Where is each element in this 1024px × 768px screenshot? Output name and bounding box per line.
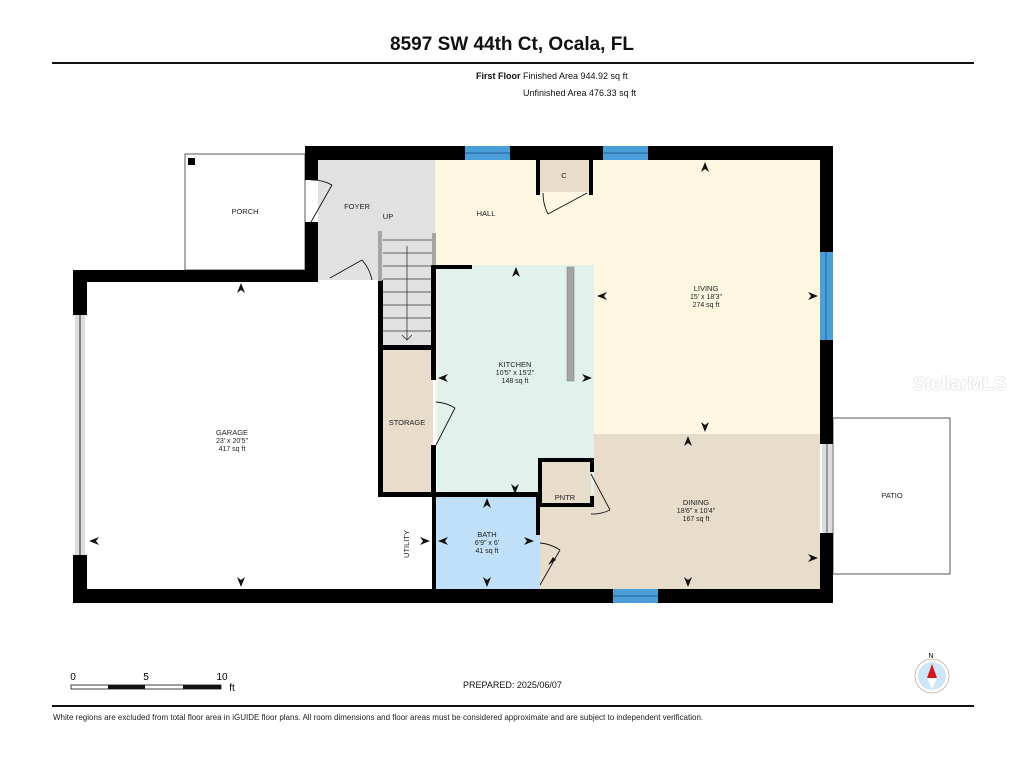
scale-unit: ft — [229, 683, 235, 694]
utility-label: UTILITY — [402, 530, 411, 558]
room-storage — [383, 350, 433, 494]
unfinished-area: Unfinished Area 476.33 sq ft — [523, 88, 637, 98]
room-stairs — [382, 235, 433, 347]
scale-bar: 0 5 10 ft — [70, 672, 235, 694]
patio — [832, 417, 951, 575]
pantry-label: PNTR — [555, 493, 576, 502]
bath-label: BATH — [477, 530, 496, 539]
hall-label: HALL — [477, 209, 496, 218]
dining-label: DINING — [683, 498, 709, 507]
compass-icon: N — [914, 653, 950, 694]
room-dining — [594, 434, 820, 589]
kitchen-dims: 10'5" x 15'2" — [496, 370, 535, 377]
garage-dims: 23' x 20'5" — [216, 438, 249, 445]
scale-tick-10: 10 — [216, 672, 228, 683]
scale-tick-5: 5 — [143, 672, 149, 683]
header-divider — [52, 62, 974, 64]
finished-area: Finished Area 944.92 sq ft — [523, 71, 628, 81]
porch-post-icon — [188, 158, 195, 165]
stairs-up-label: UP — [383, 212, 393, 221]
closet-label: C — [561, 171, 567, 180]
room-porch — [184, 153, 306, 271]
kitchen-label: KITCHEN — [499, 360, 532, 369]
page-title: 8597 SW 44th Ct, Ocala, FL — [390, 34, 634, 55]
prepared-date: PREPARED: 2025/06/07 — [463, 680, 562, 690]
living-dims: 15' x 18'3" — [690, 294, 723, 301]
garage-label: GARAGE — [216, 428, 248, 437]
bath-dims: 6'9" x 6' — [475, 540, 499, 547]
dining-area: 167 sq ft — [683, 516, 710, 523]
windows — [465, 146, 833, 603]
room-pantry — [542, 461, 591, 505]
room-dining-lower — [540, 495, 600, 589]
bath-area: 41 sq ft — [476, 548, 499, 555]
garage-area: 417 sq ft — [219, 446, 246, 453]
dining-dims: 18'6" x 10'4" — [677, 508, 716, 515]
living-label: LIVING — [694, 284, 719, 293]
floor-label: First Floor — [476, 71, 521, 81]
staircase — [378, 231, 436, 341]
watermark: StellarMLS — [913, 374, 1007, 395]
scale-tick-0: 0 — [70, 672, 76, 683]
porch-label: PORCH — [231, 207, 258, 216]
foyer-label: FOYER — [344, 202, 370, 211]
compass-north-label: N — [928, 653, 933, 660]
room-bath — [435, 495, 540, 589]
dimension-arrows — [89, 162, 818, 587]
storage-label: STORAGE — [389, 418, 426, 427]
disclaimer: White regions are excluded from total fl… — [53, 713, 704, 722]
footer-divider — [52, 705, 974, 707]
patio-label: PATIO — [881, 491, 903, 500]
room-closet — [540, 160, 590, 192]
living-area: 274 sq ft — [693, 302, 720, 309]
kitchen-area: 148 sq ft — [502, 378, 529, 385]
kitchen-island — [566, 266, 575, 382]
doors — [310, 179, 611, 586]
